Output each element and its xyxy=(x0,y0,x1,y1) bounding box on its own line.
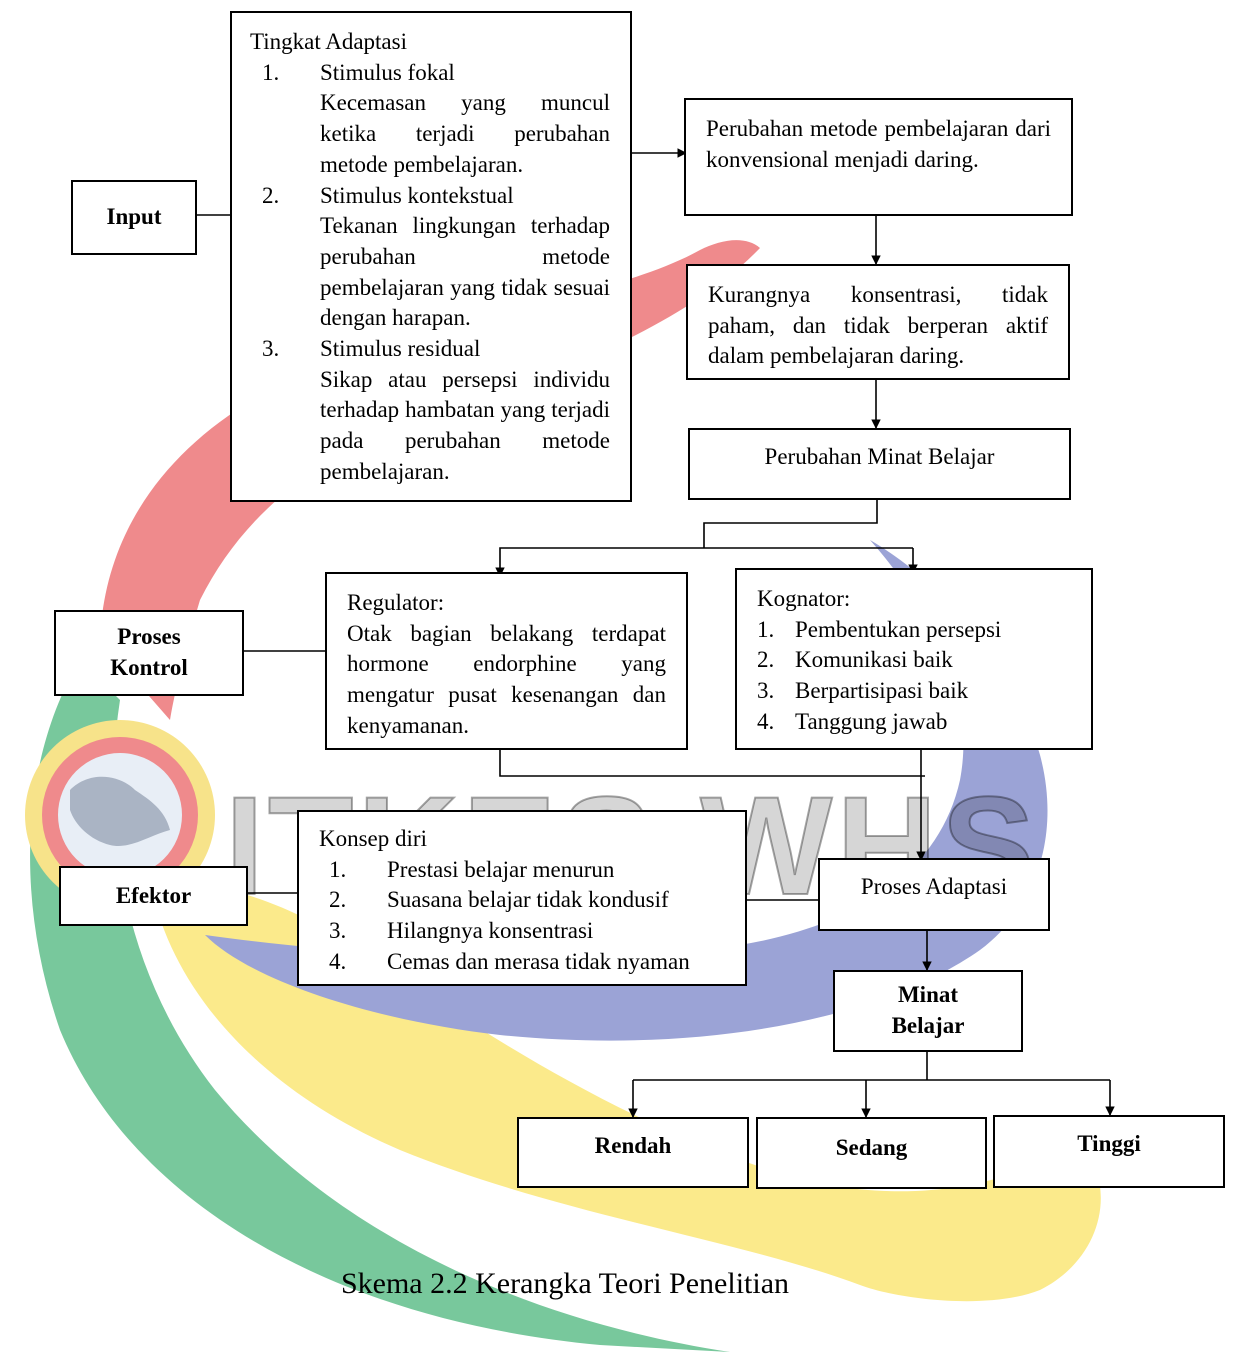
konsep-diri-num: 3. xyxy=(329,918,347,944)
kognator-item-3: 3. Berpartisipasi baik xyxy=(757,676,1071,707)
stimulus-head: Stimulus kontekstual xyxy=(320,182,514,208)
rendah-box: Rendah xyxy=(517,1117,749,1188)
kognator-text: Pembentukan persepsi xyxy=(795,616,1002,642)
konsep-diri-num: 2. xyxy=(329,887,347,913)
kurangnya-box: Kurangnya konsentrasi, tidak paham, dan … xyxy=(686,264,1070,380)
regulator-box: Regulator: Otak bagian belakang terdapat… xyxy=(325,572,688,750)
kognator-box: Kognator: 1. Pembentukan persepsi 2. Komun… xyxy=(735,568,1093,750)
input-label: Input xyxy=(106,204,162,230)
minat-belajar-line-2: Belajar xyxy=(891,1013,965,1038)
kognator-text: Komunikasi baik xyxy=(795,647,953,673)
arrow-split-regulator xyxy=(495,547,913,577)
regulator-desc: Otak bagian belakang terdapat hormone en… xyxy=(347,620,666,738)
konsep-diri-text: Cemas dan merasa tidak nyaman xyxy=(387,948,690,974)
kurangnya-text: Kurangnya konsentrasi, tidak paham, dan … xyxy=(708,282,1048,369)
link-minat-split xyxy=(703,500,878,548)
kognator-item-1: 1. Pembentukan persepsi xyxy=(757,615,1071,646)
tingkat-adaptasi-box: Tingkat Adaptasi 1. Stimulus fokal Kecem… xyxy=(230,11,632,502)
konsep-diri-text: Suasana belajar tidak kondusif xyxy=(387,887,669,913)
minat-belajar-box: Minat Belajar xyxy=(833,970,1023,1052)
perubahan-metode-box: Perubahan metode pembelajaran dari konve… xyxy=(684,98,1073,216)
input-box: Input xyxy=(71,180,197,255)
stimulus-num: 1. xyxy=(262,59,280,85)
kognator-num: 2. xyxy=(757,647,775,673)
efektor-box: Efektor xyxy=(59,866,248,926)
proses-kontrol-line-1: Proses xyxy=(117,624,181,650)
kognator-num: 1. xyxy=(757,616,775,642)
stimulus-item-3: 3. Stimulus residual Sikap atau persepsi… xyxy=(250,334,610,488)
stimulus-desc: Kecemasan yang muncul ketika terjadi per… xyxy=(320,90,610,177)
proses-adaptasi-box: Proses Adaptasi xyxy=(818,858,1050,931)
konsep-diri-item-3: 3. Hilangnya konsentrasi xyxy=(319,916,735,947)
stimulus-num: 3. xyxy=(262,336,280,362)
link-regulator-merge xyxy=(499,750,925,777)
proses-kontrol-line-2: Kontrol xyxy=(110,655,188,680)
konsep-diri-item-4: 4. Cemas dan merasa tidak nyaman xyxy=(319,947,735,978)
konsep-diri-title: Konsep diri xyxy=(319,826,427,851)
konsep-diri-num: 1. xyxy=(329,856,347,882)
minat-belajar-line-1: Minat xyxy=(897,982,959,1008)
sedang-label: Sedang xyxy=(835,1135,908,1160)
logo-globe-land xyxy=(70,776,170,847)
kognator-title: Kognator: xyxy=(757,586,851,611)
perubahan-metode-text: Perubahan metode pembelajaran dari konve… xyxy=(706,116,1051,172)
kognator-text: Berpartisipasi baik xyxy=(795,678,969,704)
regulator-title: Regulator: xyxy=(347,590,445,615)
kognator-item-2: 2. Komunikasi baik xyxy=(757,645,1071,676)
rendah-label: Rendah xyxy=(594,1133,672,1158)
stimulus-item-1: 1. Stimulus fokal Kecemasan yang muncul … xyxy=(250,58,610,181)
sedang-box: Sedang xyxy=(756,1117,987,1189)
perubahan-minat-text: Perubahan Minat Belajar xyxy=(764,444,995,469)
kognator-num: 4. xyxy=(757,708,775,734)
kognator-item-4: 4. Tanggung jawab xyxy=(757,707,1071,738)
perubahan-minat-box: Perubahan Minat Belajar xyxy=(688,428,1071,500)
konsep-diri-text: Hilangnya konsentrasi xyxy=(387,918,594,944)
kognator-list: 1. Pembentukan persepsi 2. Komunikasi baik… xyxy=(757,615,1071,738)
tingkat-adaptasi-title: Tingkat Adaptasi xyxy=(250,29,407,54)
efektor-label: Efektor xyxy=(115,882,192,908)
tinggi-box: Tinggi xyxy=(993,1115,1225,1188)
stimulus-list: 1. Stimulus fokal Kecemasan yang muncul … xyxy=(250,58,610,488)
stimulus-desc: Tekanan lingkungan terhadap perubahan me… xyxy=(320,213,610,331)
stimulus-head: Stimulus fokal xyxy=(320,59,455,85)
konsep-diri-box: Konsep diri 1. Prestasi belajar menurun 2… xyxy=(297,810,747,986)
stimulus-desc: Sikap atau persepsi individu terhadap ha… xyxy=(320,366,610,484)
kognator-num: 3. xyxy=(757,678,775,704)
logo-green-swoosh xyxy=(30,660,730,1352)
proses-kontrol-box: Proses Kontrol xyxy=(54,610,244,696)
figure-caption: Skema 2.2 Kerangka Teori Penelitian xyxy=(340,1267,790,1300)
konsep-diri-list: 1. Prestasi belajar menurun 2. Suasana bel… xyxy=(319,855,735,978)
konsep-diri-item-1: 1. Prestasi belajar menurun xyxy=(319,855,735,886)
stimulus-item-2: 2. Stimulus kontekstual Tekanan lingkung… xyxy=(250,181,610,335)
proses-adaptasi-text: Proses Adaptasi xyxy=(860,874,1008,899)
stimulus-head: Stimulus residual xyxy=(320,336,481,362)
konsep-diri-num: 4. xyxy=(329,948,347,974)
konsep-diri-item-2: 2. Suasana belajar tidak kondusif xyxy=(319,885,735,916)
konsep-diri-text: Prestasi belajar menurun xyxy=(387,856,615,882)
tinggi-label: Tinggi xyxy=(1077,1131,1141,1156)
kognator-text: Tanggung jawab xyxy=(795,708,948,734)
stimulus-num: 2. xyxy=(262,182,280,208)
